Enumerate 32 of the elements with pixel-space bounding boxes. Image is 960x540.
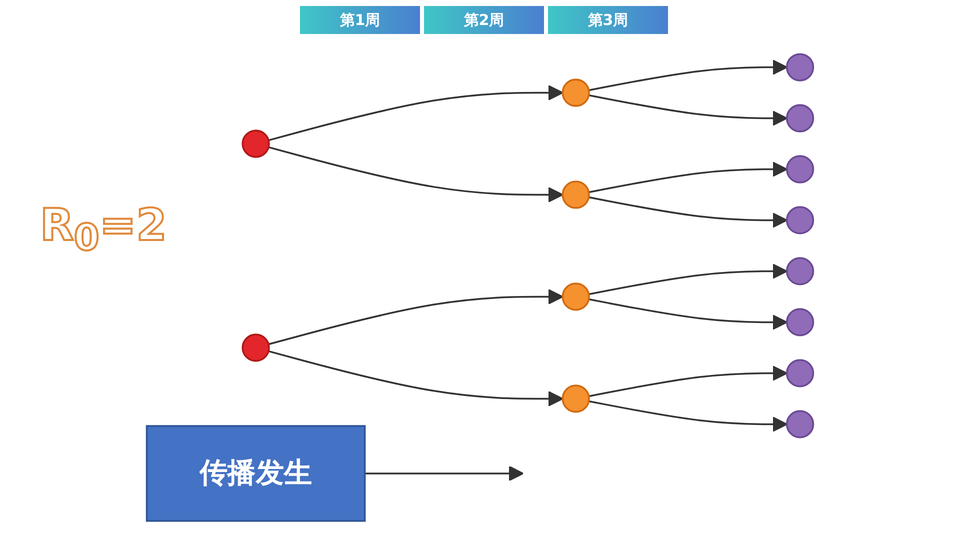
- node-circle: [786, 257, 814, 286]
- arrow: [588, 94, 788, 126]
- node-circle: [562, 180, 590, 209]
- arrow: [588, 264, 788, 296]
- arrow: [588, 298, 788, 330]
- node-circle: [786, 308, 814, 336]
- arrow: [268, 289, 564, 346]
- node-circle: [786, 410, 814, 438]
- formula-label: R$_{0}$=2: [40, 200, 167, 259]
- week-header: 第3周: [548, 6, 668, 34]
- arrow: [268, 350, 564, 406]
- node-circle: [786, 155, 814, 184]
- node-circle: [242, 130, 270, 158]
- arrow: [268, 146, 564, 202]
- node-circle: [562, 78, 590, 107]
- week-header: 第2周: [424, 6, 544, 34]
- arrow: [588, 365, 788, 398]
- node-circle: [562, 282, 590, 311]
- arrow: [364, 466, 524, 482]
- node-circle: [562, 384, 590, 413]
- arrow: [268, 85, 564, 142]
- arrow: [588, 400, 788, 432]
- arrow: [588, 196, 788, 228]
- node-circle: [786, 359, 814, 388]
- week-header: 第1周: [300, 6, 420, 34]
- node-circle: [786, 104, 814, 132]
- arrow: [588, 162, 788, 194]
- node-circle: [786, 206, 814, 234]
- node-circle: [242, 334, 270, 362]
- arrow: [588, 60, 788, 92]
- node-circle: [786, 53, 814, 82]
- node-box: 传播发生: [146, 425, 366, 522]
